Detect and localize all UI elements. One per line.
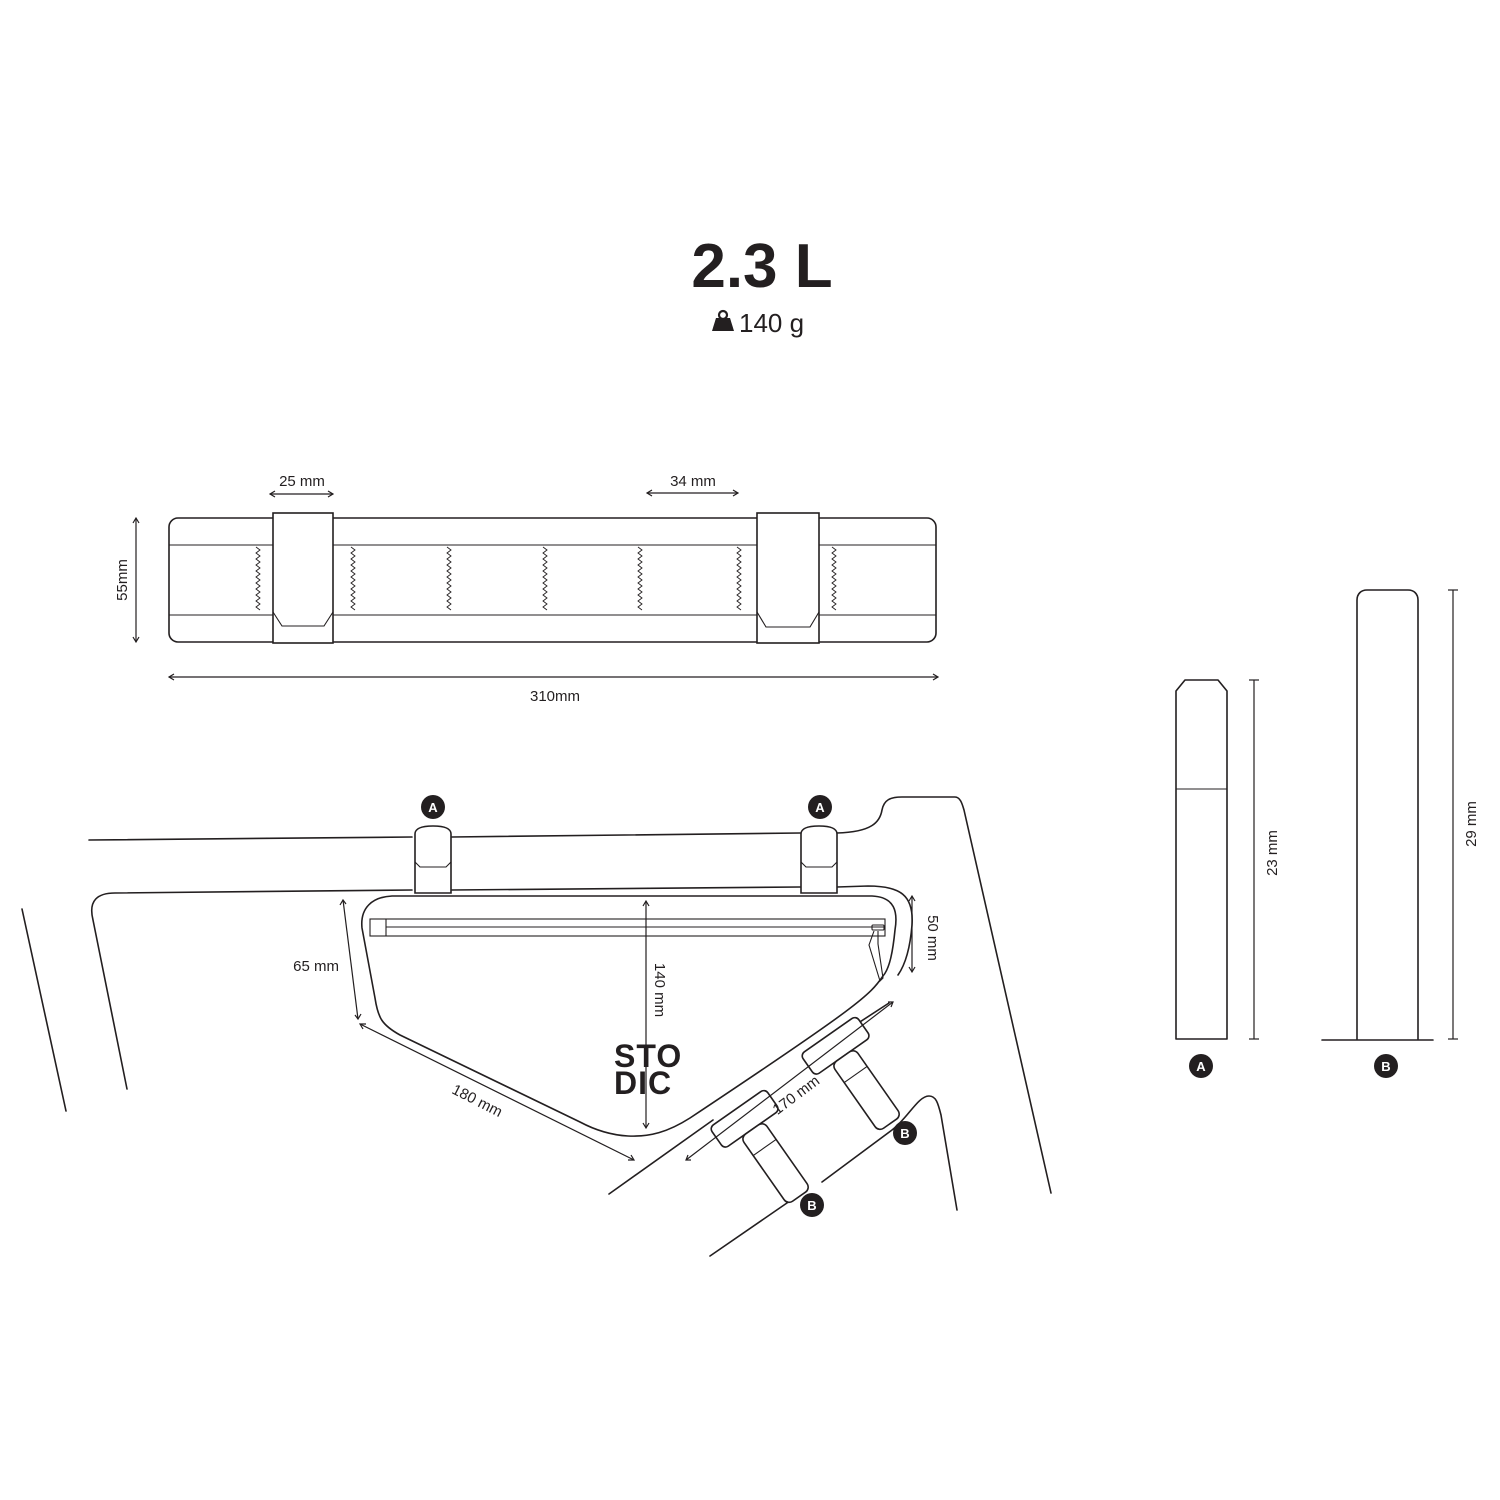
stitch-line — [350, 546, 356, 611]
stitch-line — [542, 546, 548, 611]
svg-text:B: B — [900, 1126, 909, 1141]
weight-value: 140 g — [739, 308, 804, 338]
badge-b-right: B — [893, 1121, 917, 1145]
strap-details: 23 mm A 29 mm B — [1175, 589, 1480, 1078]
svg-text:A: A — [815, 800, 825, 815]
brand-logo-line2: DIC — [614, 1065, 672, 1101]
dim-strip-height: 55mm — [114, 516, 140, 644]
strip-height-label: 55mm — [114, 559, 131, 601]
dim-strip-length: 310mm — [167, 673, 940, 705]
dim-center-height: 140 mm — [642, 899, 668, 1130]
dim-rear-height: 65 mm — [293, 898, 362, 1021]
strap-width-label: 25 mm — [279, 473, 325, 490]
stitch-line — [736, 546, 742, 611]
header: 2.3 L 140 g — [691, 232, 832, 338]
zipper-pull — [868, 924, 885, 983]
strap-b-length-label: 29 mm — [1463, 801, 1480, 847]
strap-right — [756, 512, 820, 644]
dim-strap-width: 25 mm — [268, 473, 335, 498]
strap-b-left — [710, 1089, 809, 1204]
stitch-line — [446, 546, 452, 611]
bag-view: STO DIC A A — [21, 795, 1052, 1257]
strap-left — [272, 512, 334, 644]
stitch-line — [637, 546, 643, 611]
weight-icon — [712, 309, 734, 331]
strap-b-detail: 29 mm B — [1321, 589, 1480, 1078]
badge-a-left: A — [421, 795, 445, 819]
svg-text:B: B — [807, 1198, 816, 1213]
dim-bottom-edge: 180 mm — [358, 1023, 636, 1161]
frame-bag: STO DIC — [361, 895, 897, 1137]
bike-frame — [21, 796, 1052, 1257]
svg-text:A: A — [428, 800, 438, 815]
strap-a-right — [800, 825, 838, 894]
svg-text:B: B — [1381, 1059, 1390, 1074]
badge-b-left: B — [800, 1193, 824, 1217]
brand-logo-line1: STO — [614, 1038, 682, 1074]
strap-a-badge — [1189, 1054, 1213, 1078]
strip-view: 25 mm 34 mm 55mm 310mm — [114, 473, 940, 705]
center-height-label: 140 mm — [651, 963, 668, 1017]
down-tube-edge-label: 170 mm — [770, 1072, 824, 1118]
capacity-title: 2.3 L — [691, 232, 832, 301]
bottom-edge-label: 180 mm — [449, 1081, 505, 1121]
strap-b-badge — [1374, 1054, 1398, 1078]
strip-outline — [168, 517, 937, 643]
stitch-line — [831, 546, 837, 611]
strip-length-label: 310mm — [530, 688, 580, 705]
badge-a-right: A — [808, 795, 832, 819]
dim-strap-spacing: 34 mm — [645, 473, 740, 497]
strap-spacing-label: 34 mm — [670, 473, 716, 490]
svg-text:A: A — [1196, 1059, 1206, 1074]
front-height-label: 50 mm — [924, 915, 941, 961]
strap-a-detail: 23 mm A — [1175, 679, 1281, 1078]
strap-a-left — [414, 825, 452, 894]
dim-front-height: 50 mm — [908, 894, 941, 974]
rear-height-label: 65 mm — [293, 958, 339, 975]
stitch-line — [255, 546, 261, 611]
strap-a-length-label: 23 mm — [1264, 830, 1281, 876]
